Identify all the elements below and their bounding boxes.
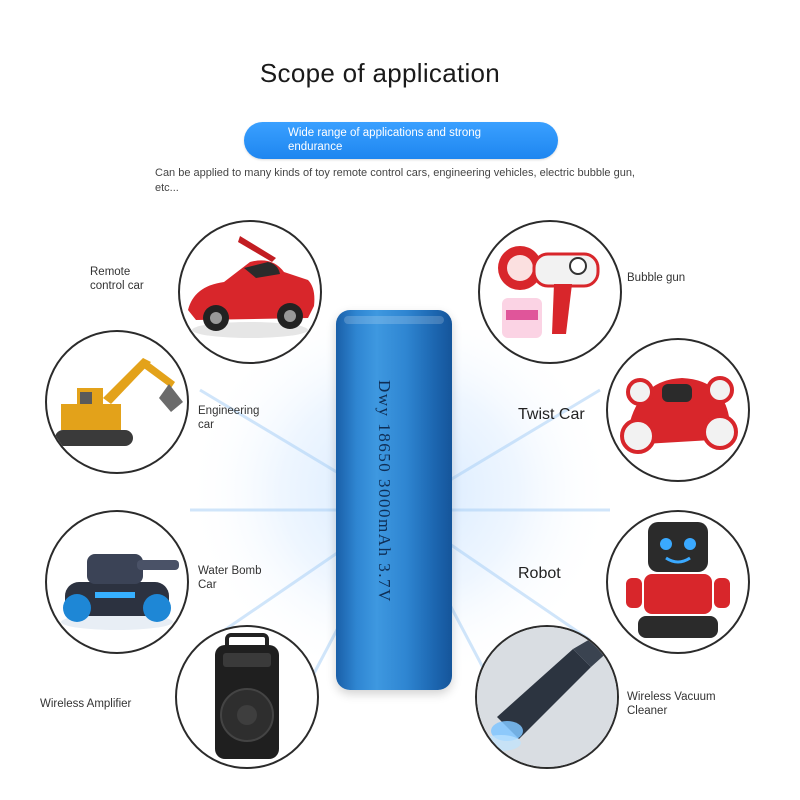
application-circle-water-bomb-car xyxy=(45,510,189,654)
battery-18650: Dwy 18650 3000mAh 3.7V xyxy=(336,310,452,690)
label-wireless-vacuum-cleaner: Wireless Vacuum Cleaner xyxy=(627,691,716,717)
excavator-icon xyxy=(55,358,183,446)
application-circle-remote-car xyxy=(178,220,322,364)
robot-icon xyxy=(626,522,730,638)
application-circle-twist-car xyxy=(606,338,750,482)
label-engineering-car: Engineering car xyxy=(198,405,260,431)
label-bubble-gun: Bubble gun xyxy=(627,272,686,284)
battery-label: Dwy 18650 3000mAh 3.7V xyxy=(375,380,394,603)
application-circle-engineering-car xyxy=(45,330,189,474)
bubble-gun-icon xyxy=(498,246,600,338)
red-sports-car-icon xyxy=(188,236,315,338)
label-water-bomb-car: Water Bomb Car xyxy=(198,565,262,591)
feature-pill-text: Wide range of applications and strong en… xyxy=(288,127,482,153)
label-remote-control-car: Remote control car xyxy=(90,266,144,292)
speaker-icon xyxy=(215,633,279,759)
application-circle-vacuum-cleaner xyxy=(475,625,619,769)
label-robot: Robot xyxy=(518,565,561,582)
application-circle-bubble-gun xyxy=(478,220,622,364)
stunt-car-icon xyxy=(620,376,738,454)
handheld-vacuum-icon xyxy=(477,627,617,767)
water-bomb-tank-icon xyxy=(61,554,179,630)
application-circle-robot xyxy=(606,510,750,654)
application-circle-wireless-amplifier xyxy=(175,625,319,769)
label-twist-car: Twist Car xyxy=(518,406,585,423)
feature-pill: Wide range of applications and strong en… xyxy=(244,122,558,159)
label-wireless-amplifier: Wireless Amplifier xyxy=(40,698,132,710)
description-text: Can be applied to many kinds of toy remo… xyxy=(155,167,635,194)
page-title: Scope of application xyxy=(259,58,501,88)
